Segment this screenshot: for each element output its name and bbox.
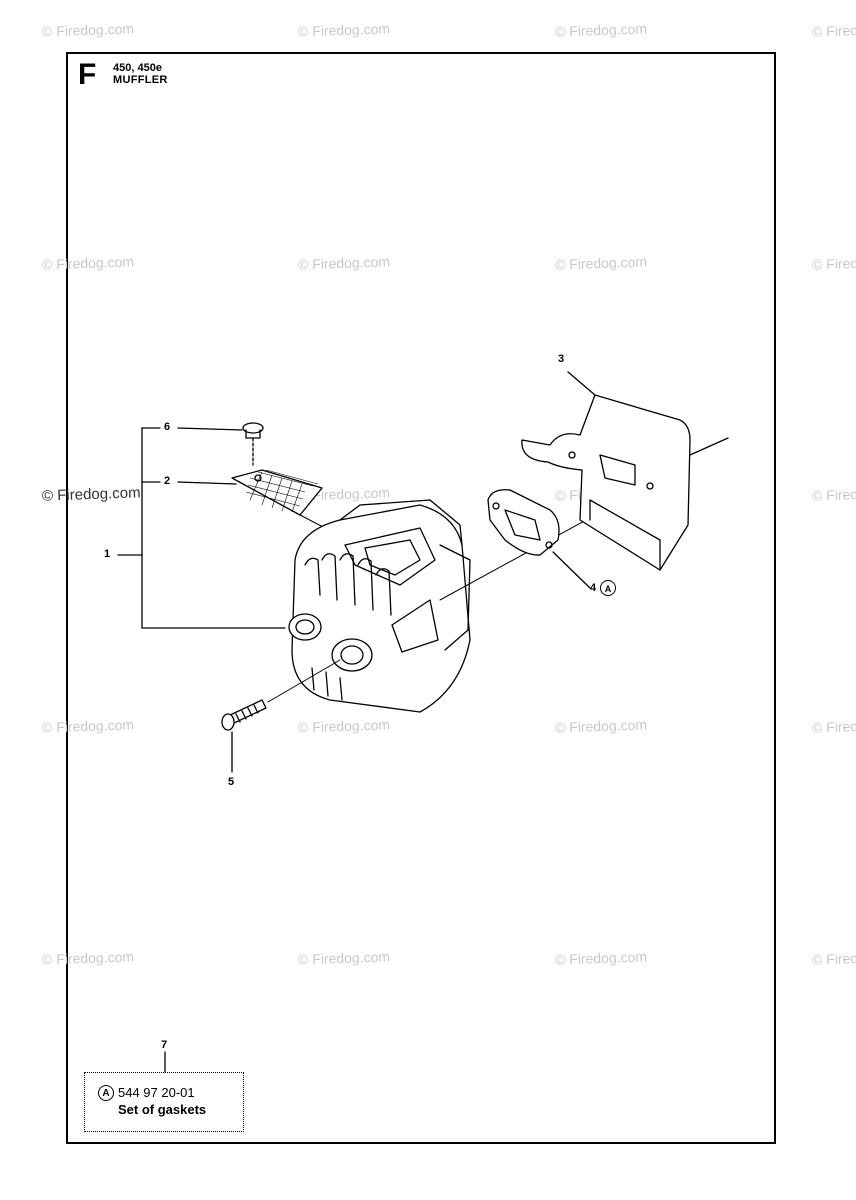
leader-line-2 — [177, 481, 237, 485]
model-label: 450, 450e — [113, 62, 162, 74]
muffler-body-part-1 — [288, 499, 471, 713]
kit-box — [84, 1072, 244, 1132]
assembly-axis-5 — [267, 659, 341, 703]
heat-shield-mesh — [245, 469, 319, 513]
kit-part-number: 544 97 20-01 — [118, 1085, 195, 1100]
kit-marker-a: A — [98, 1085, 114, 1101]
leader-line-3 — [567, 371, 596, 396]
gasket-part-4 — [487, 489, 560, 556]
leader-line-4 — [552, 551, 591, 589]
callout-4: 4 — [590, 582, 597, 594]
bracket-part-3 — [521, 394, 729, 571]
screw-part-6 — [242, 422, 264, 466]
kit-description: Set of gaskets — [118, 1102, 207, 1117]
diagram-frame — [66, 52, 776, 1144]
callout-6: 6 — [164, 421, 171, 433]
group-bracket-line — [141, 427, 286, 629]
kit-marker-a: A — [600, 580, 616, 596]
callout-1: 1 — [104, 548, 111, 560]
callout-3: 3 — [558, 353, 565, 365]
page-title: MUFFLER — [113, 74, 168, 86]
section-letter: F — [78, 58, 97, 91]
screw-part-5 — [221, 699, 267, 731]
callout-2: 2 — [164, 475, 171, 487]
callout-7: 7 — [161, 1039, 168, 1051]
callout-5: 5 — [228, 776, 235, 788]
leader-line-6 — [177, 427, 243, 431]
